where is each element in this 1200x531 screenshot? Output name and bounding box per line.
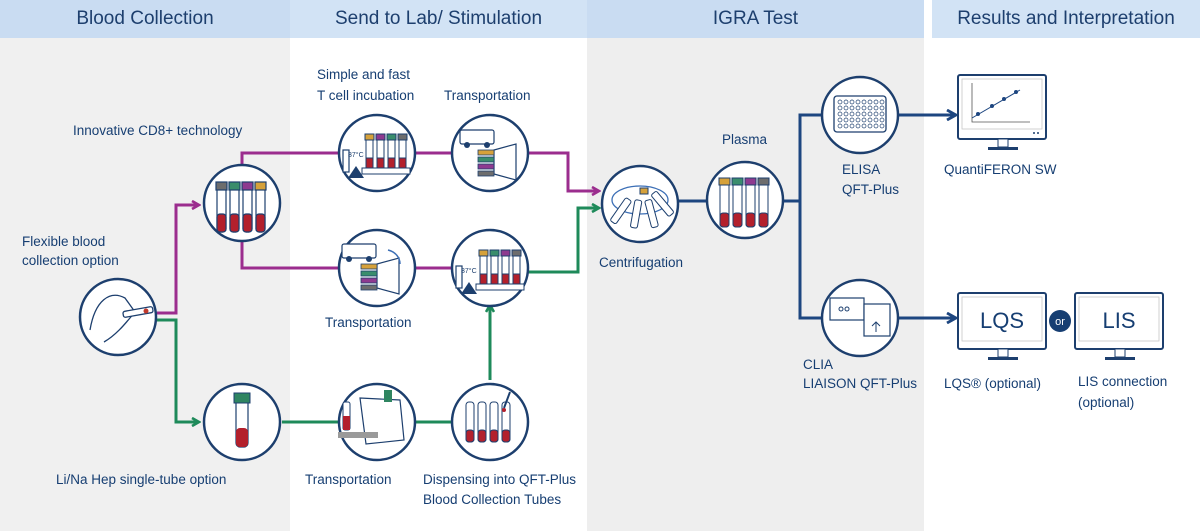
temp-label-top: 37°C bbox=[348, 151, 364, 159]
label-plasma: Plasma bbox=[722, 132, 768, 147]
label-dispensing-1: Dispensing into QFT-Plus bbox=[423, 472, 577, 487]
label-elisa-1: ELISA bbox=[842, 162, 881, 177]
label-lqs-optional: LQS® (optional) bbox=[944, 376, 1041, 391]
lis-screen-text: LIS bbox=[1102, 308, 1135, 333]
label-incubation-2: T cell incubation bbox=[317, 88, 415, 103]
circle-four-tubes-cd8 bbox=[202, 163, 282, 243]
label-elisa-2: QFT-Plus bbox=[842, 182, 900, 197]
label-lis-connection-1: LIS connection bbox=[1078, 374, 1168, 389]
column-header-send-to-lab: Send to Lab/ Stimulation bbox=[290, 0, 587, 38]
navy-path bbox=[678, 115, 955, 318]
label-flexible-blood-1: Flexible blood bbox=[22, 234, 106, 249]
circle-plasma bbox=[705, 160, 785, 240]
circle-van-transport-top bbox=[450, 113, 530, 193]
label-dispensing-2: Blood Collection Tubes bbox=[423, 492, 562, 507]
monitor-lis: LIS bbox=[1074, 292, 1164, 360]
label-clia-1: CLIA bbox=[803, 357, 834, 372]
label-flexible-blood-2: collection option bbox=[22, 253, 119, 268]
monitor-quantiferon-sw bbox=[957, 74, 1047, 150]
circle-incubation-2: 37°C bbox=[450, 228, 530, 308]
green-path bbox=[157, 208, 598, 422]
label-innovative-cd8: Innovative CD8+ technology bbox=[73, 123, 243, 138]
label-incubation-1: Simple and fast bbox=[317, 67, 411, 82]
label-centrifugation: Centrifugation bbox=[599, 255, 684, 270]
circle-elisa-plate bbox=[820, 75, 900, 155]
or-text: or bbox=[1055, 316, 1065, 328]
circle-van-transport-mid bbox=[337, 228, 417, 308]
monitor-lqs: LQS bbox=[957, 292, 1047, 360]
circle-transport-bottom bbox=[337, 382, 417, 462]
label-quantiferon-sw: QuantiFERON SW bbox=[944, 162, 1057, 177]
label-transport-bottom: Transportation bbox=[305, 472, 392, 487]
label-lihep-single-tube: Li/Na Hep single-tube option bbox=[56, 472, 227, 487]
circle-hand-collection bbox=[78, 277, 158, 357]
circle-lihep-tube bbox=[202, 382, 282, 462]
temp-label-mid: 37°C bbox=[461, 267, 477, 275]
circle-dispensing bbox=[450, 382, 530, 462]
purple-path bbox=[157, 151, 598, 315]
circle-clia-analyzer bbox=[820, 278, 900, 358]
lqs-screen-text: LQS bbox=[980, 308, 1024, 333]
column-header-results: Results and Interpretation bbox=[932, 0, 1200, 38]
circle-centrifugation bbox=[600, 164, 680, 244]
label-transport-top: Transportation bbox=[444, 88, 531, 103]
or-badge: or bbox=[1049, 310, 1071, 332]
label-transport-mid: Transportation bbox=[325, 315, 412, 330]
column-header-igra-test: IGRA Test bbox=[587, 0, 924, 38]
column-header-blood-collection: Blood Collection bbox=[0, 0, 290, 38]
label-lis-connection-2: (optional) bbox=[1078, 395, 1135, 410]
label-clia-2: LIAISON QFT-Plus bbox=[803, 376, 918, 391]
circle-incubation: 37°C bbox=[337, 113, 417, 193]
column-send-to-lab: Send to Lab/ Stimulation bbox=[290, 0, 587, 531]
